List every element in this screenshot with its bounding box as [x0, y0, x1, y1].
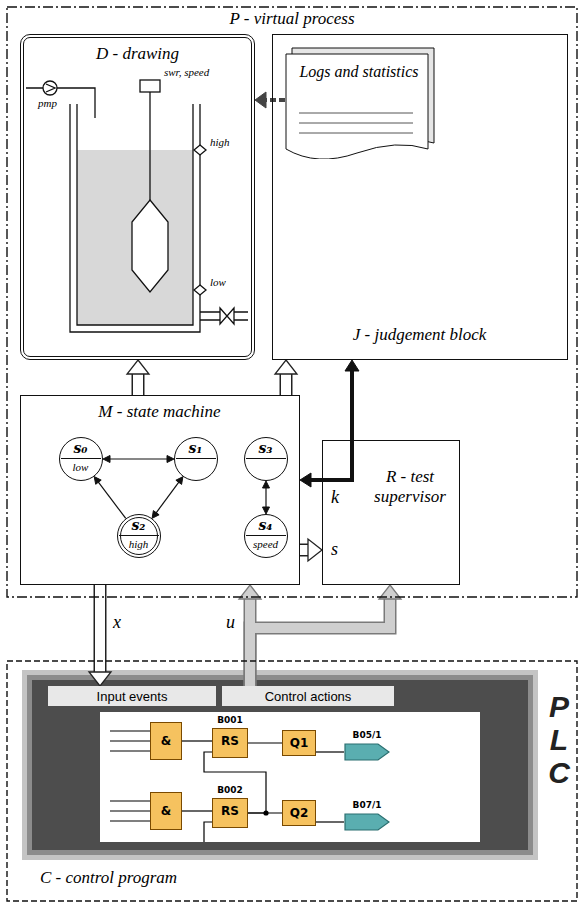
- arrow-head: [103, 456, 110, 463]
- node-text: &: [161, 734, 171, 748]
- flow-arrow: [250, 598, 390, 686]
- log-document: Logs and statistics: [285, 47, 435, 159]
- rs-flipflop: B001RS: [212, 714, 248, 758]
- node-text: B001: [212, 715, 248, 725]
- node-text: high: [118, 538, 159, 550]
- judgement-block: Logs and statistics J - judgement block: [272, 34, 568, 360]
- node-text: Input events: [97, 689, 168, 704]
- flow-arrow: [108, 458, 169, 459]
- node-text: RS: [212, 804, 248, 818]
- node-text: &: [161, 804, 171, 818]
- node-text: Control actions: [265, 689, 352, 704]
- flow-arrow: [265, 486, 266, 509]
- arrow-head: [263, 481, 270, 488]
- signal-label: u: [226, 612, 235, 633]
- state-circle: s₃: [244, 437, 288, 481]
- panel-label: Control actions: [222, 686, 394, 706]
- arrow-head: [345, 360, 359, 371]
- arrow-head: [89, 672, 111, 686]
- arrow-head: [152, 511, 159, 519]
- signal-wire: [316, 751, 344, 752]
- node-text: RS: [212, 734, 248, 748]
- drawing-panel: D - drawing: [20, 34, 255, 360]
- node-text: low: [60, 461, 101, 473]
- flow-arrow: [280, 373, 293, 395]
- output-flag: B05/1: [344, 728, 390, 762]
- part-label: swr, speed: [164, 66, 209, 78]
- node-text: D - drawing: [24, 44, 251, 64]
- output-block: Q2: [282, 800, 316, 826]
- state-circle: s₄ speed: [244, 514, 288, 558]
- panel-label: Input events: [48, 686, 216, 706]
- state-divider: [246, 458, 286, 459]
- flow-arrow: [132, 373, 145, 395]
- arrow-head: [255, 92, 266, 108]
- state-circle: s₀ low: [59, 437, 103, 481]
- and-gate: &: [150, 722, 182, 760]
- arrow-head: [167, 456, 174, 463]
- node-text: s₁: [175, 440, 216, 456]
- flow-arrow: [97, 481, 126, 519]
- state-machine-box: s₀ low s₁ s₃ s₂ high s₄ speed M - state machine: [20, 395, 300, 585]
- flow-arrow-fill: [133, 373, 143, 395]
- part-label: low: [210, 276, 226, 288]
- arrow-head: [127, 360, 149, 374]
- node-text: C - control program: [40, 868, 177, 888]
- node-text: Logs and statistics: [295, 63, 423, 81]
- arrow-head: [94, 477, 101, 485]
- flow-arrow-fill: [250, 598, 390, 686]
- signal-wire: [248, 742, 282, 743]
- flow-arrow-fill: [281, 373, 291, 395]
- state-divider: [119, 535, 159, 536]
- signal-wire: [182, 740, 212, 741]
- node-text: M - state machine: [21, 402, 298, 422]
- plc-frame: Input events Control actions & B001RS Q1 B05/…: [6, 660, 578, 902]
- node-text: s₂: [118, 517, 159, 533]
- node-text: s₃: [245, 440, 286, 456]
- flow-arrow-fill: [95, 585, 105, 673]
- state-circle: s₂ high: [117, 514, 161, 558]
- node-text: B002: [212, 785, 248, 795]
- arrow-head: [176, 477, 183, 485]
- flow-arrow: [350, 369, 354, 440]
- node-text: P L C: [544, 690, 574, 789]
- arrow-head: [308, 539, 322, 561]
- node-text: k: [331, 487, 339, 508]
- node-text: B07/1: [344, 800, 390, 810]
- node-text: s: [331, 539, 338, 560]
- state-divider: [176, 458, 216, 459]
- node-text: B05/1: [344, 730, 390, 740]
- test-supervisor: R - test supervisor k s: [322, 440, 460, 585]
- signal-wire: [316, 821, 344, 822]
- part-label: high: [210, 136, 230, 148]
- node-text: J - judgement block: [273, 325, 566, 345]
- node-text: speed: [245, 538, 286, 550]
- output-flag: B07/1: [344, 798, 390, 832]
- node-text: s₀: [60, 440, 101, 456]
- node-text: P - virtual process: [6, 9, 578, 29]
- arrow-head: [275, 360, 297, 374]
- part-label: pmp: [38, 97, 57, 109]
- signal-label: x: [113, 612, 121, 633]
- arrow-head: [263, 507, 270, 514]
- flow-arrow: [264, 98, 285, 102]
- node-text: s₄: [245, 517, 286, 533]
- process-frame: D - drawingLogs and statistics J - judgem…: [6, 6, 578, 598]
- node-text: Q2: [290, 806, 309, 820]
- flow-arrow: [94, 585, 107, 673]
- rs-flipflop: B002RS: [212, 784, 248, 828]
- state-divider: [61, 458, 101, 459]
- arrow-head: [300, 473, 311, 487]
- state-divider: [246, 535, 286, 536]
- signal-wire: [182, 810, 212, 811]
- output-block: Q1: [282, 730, 316, 756]
- node-text: Q1: [290, 736, 309, 750]
- node-text: R - test supervisor: [363, 467, 457, 507]
- and-gate: &: [150, 792, 182, 830]
- flow-arrow: [155, 481, 180, 515]
- state-circle: s₁: [174, 437, 218, 481]
